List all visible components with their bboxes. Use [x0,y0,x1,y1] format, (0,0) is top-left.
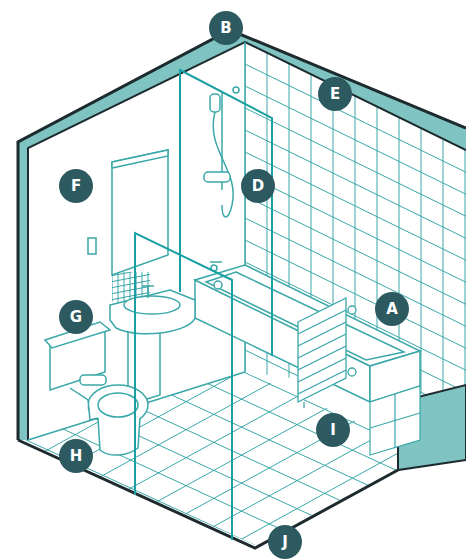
tile-line [0,36,466,250]
tile-line [0,24,466,280]
callout-letter: D [252,179,264,194]
callout-letter: J [282,535,288,550]
glass-screen [135,70,272,540]
tile-line [377,0,378,560]
bath [195,265,420,402]
callout-circle: D [241,169,275,203]
tile-line [112,274,150,282]
tile-line [443,0,444,560]
mirror [88,150,168,275]
tile-line [0,64,466,278]
callout-circle: H [59,439,93,473]
callout-letter: I [330,423,336,438]
callout-circle: I [316,413,350,447]
wall-band [18,30,466,440]
tile-line [311,0,312,560]
tile-line [245,130,466,238]
tile-line [421,0,422,560]
outer-wall [18,30,466,440]
tile-line [289,0,290,560]
callout-letter: F [71,179,81,194]
toilet [45,322,148,455]
tile-line [245,174,466,282]
tile-line [0,0,466,82]
callout-letter: G [70,310,82,325]
tile-line [0,0,466,110]
callout-circle: J [268,525,302,559]
tile-line [399,0,400,560]
callout-circle: E [318,77,352,111]
tile-line [245,152,466,260]
callout-letter: H [70,449,83,464]
inner-wall [28,42,466,440]
shower [204,87,239,271]
tile-line [148,272,149,302]
tile-line [465,0,466,560]
tile-line [245,86,466,194]
callout-circle: F [59,169,93,203]
callout-letter: A [386,302,398,317]
tile-line [0,0,466,168]
tile-line [0,0,466,166]
bath-side [370,386,420,455]
callout-circle: A [375,292,409,326]
callout-circle: G [59,300,93,334]
tile-line [112,272,113,302]
tile-line [0,556,466,560]
callout-letter: E [330,87,340,102]
tile-line [0,0,466,112]
callout-circle: B [209,11,243,45]
tile-line [0,0,466,84]
tile-line [130,272,131,302]
callout-letter: B [220,21,231,36]
floor-front [18,440,398,548]
tile-line [112,286,150,294]
tile-line [0,540,466,560]
radiator [298,298,356,408]
tile-line [112,280,150,288]
